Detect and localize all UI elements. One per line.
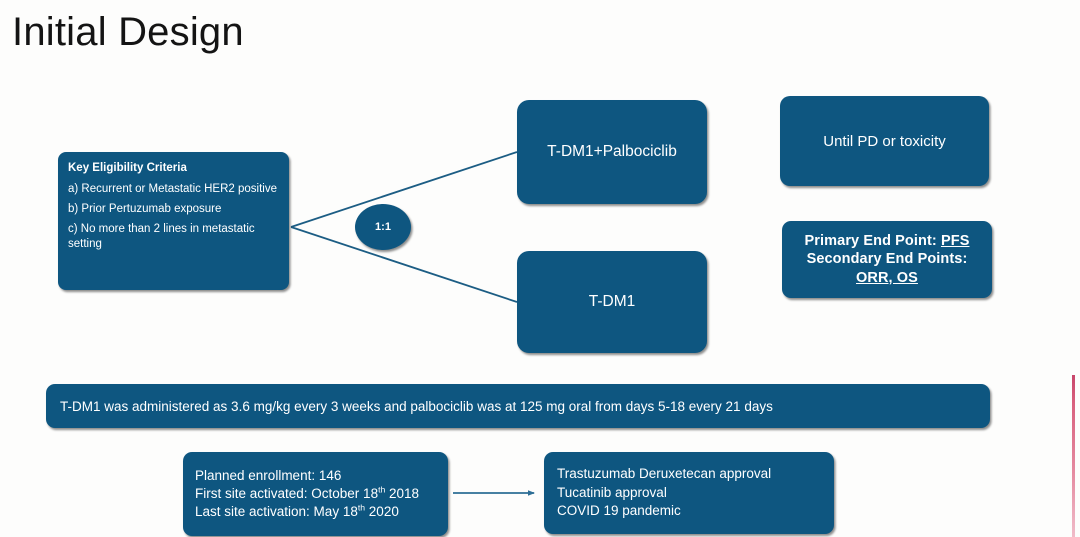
treatment-arm-monotherapy-box: T-DM1: [517, 251, 707, 353]
secondary-endpoint-value: ORR, OS: [856, 269, 918, 286]
external-events-box: Trastuzumab Deruxetecan approval Tucatin…: [544, 452, 834, 534]
treatment-duration-label: Until PD or toxicity: [823, 132, 946, 150]
enrollment-first-site-line: First site activated: October 18th 2018: [195, 485, 438, 503]
treatment-arm-combination-box: T-DM1+Palbociclib: [517, 100, 707, 204]
enrollment-first-site-year: 2018: [385, 486, 420, 502]
randomization-ratio-label: 1:1: [375, 221, 391, 233]
right-edge-marker: [1072, 375, 1075, 537]
eligibility-item-c: c) No more than 2 lines in metastatic se…: [68, 222, 255, 251]
treatment-arm-monotherapy-label: T-DM1: [588, 293, 636, 310]
treatment-duration-box: Until PD or toxicity: [780, 96, 989, 186]
page-title: Initial Design: [12, 10, 244, 54]
enrollment-first-site-ordinal: th: [378, 484, 386, 495]
eligibility-item-b: b) Prior Pertuzumab exposure: [68, 202, 222, 215]
endpoints-box: Primary End Point: PFS Secondary End Poi…: [782, 221, 992, 298]
enrollment-first-site-prefix: First site activated: October 18: [195, 486, 379, 502]
enrollment-last-site-year: 2020: [365, 503, 399, 519]
enrollment-last-site-line: Last site activation: May 18th 2020: [195, 503, 438, 521]
treatment-arm-combination-label: T-DM1+Palbociclib: [547, 143, 677, 160]
randomization-ratio-node: 1:1: [355, 204, 411, 250]
external-event-item-1: Trastuzumab Deruxetecan approval: [557, 466, 772, 482]
enrollment-planned-line: Planned enrollment: 146: [195, 468, 342, 484]
dosing-statement-bar: T-DM1 was administered as 3.6 mg/kg ever…: [46, 384, 990, 428]
eligibility-heading: Key Eligibility Criteria: [68, 162, 187, 174]
dosing-statement-text: T-DM1 was administered as 3.6 mg/kg ever…: [60, 398, 773, 414]
secondary-endpoint-label: Secondary End Points:: [806, 251, 968, 268]
external-event-item-3: COVID 19 pandemic: [557, 503, 681, 519]
primary-endpoint-label: Primary End Point:: [804, 232, 941, 249]
eligibility-criteria-box: Key Eligibility Criteria a) Recurrent or…: [58, 152, 289, 290]
enrollment-timeline-box: Planned enrollment: 146 First site activ…: [183, 452, 448, 536]
eligibility-item-a: a) Recurrent or Metastatic HER2 positive: [68, 182, 277, 195]
external-event-item-2: Tucatinib approval: [557, 484, 667, 500]
primary-endpoint-value: PFS: [940, 232, 970, 249]
enrollment-last-site-prefix: Last site activation: May 18: [195, 503, 358, 519]
enrollment-last-site-ordinal: th: [357, 502, 366, 513]
